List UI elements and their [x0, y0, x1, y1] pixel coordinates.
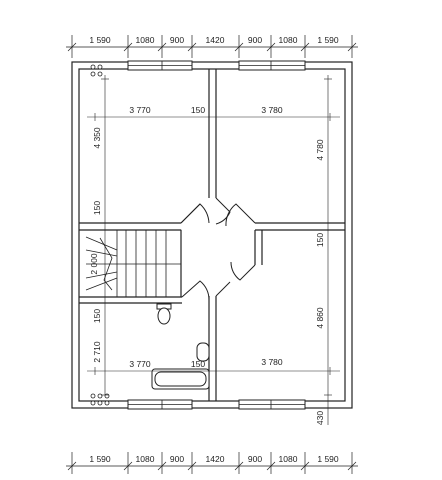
top-dim-7: 1 590: [317, 35, 339, 45]
interior-walls: [79, 69, 345, 401]
bottom-left-room-width: 3 770: [129, 359, 151, 369]
sink: [196, 342, 210, 362]
vent-circles: [90, 64, 110, 406]
bottom-dim-3: 900: [170, 454, 184, 464]
staircase: [85, 229, 182, 298]
bottom-right-room-width: 3 780: [261, 357, 283, 367]
bottom-dimension-labels: 1 590 1080 900 1420 900 1080 1 590: [89, 454, 339, 464]
left-upper-height: 4 350: [92, 127, 102, 149]
bottom-dim-1: 1 590: [89, 454, 111, 464]
top-dim-2: 1080: [136, 35, 155, 45]
bottom-left-wall-thickness: 150: [191, 359, 205, 369]
top-dim-5: 900: [248, 35, 262, 45]
left-wall-upper: 150: [92, 201, 102, 215]
bottom-dim-7: 1 590: [317, 454, 339, 464]
left-lower-height: 2 710: [92, 341, 102, 363]
top-left-room-width: 3 770: [129, 105, 151, 115]
top-right-room-width: 3 780: [261, 105, 283, 115]
bottom-dimension-chain: [66, 452, 358, 474]
right-upper-height: 4 780: [315, 139, 325, 161]
top-dim-6: 1080: [279, 35, 298, 45]
bathroom-fixtures: [151, 303, 210, 390]
top-dim-4: 1420: [206, 35, 225, 45]
stair-length: 2 000: [89, 253, 99, 275]
room-dimension-lines: [87, 75, 340, 425]
right-bottom-offset: 430: [315, 411, 325, 425]
bottom-dim-5: 900: [248, 454, 262, 464]
top-dimension-chain: [66, 35, 358, 58]
top-dimension-labels: 1 590 1080 900 1420 900 1080 1 590: [89, 35, 339, 45]
doors: [180, 197, 256, 301]
bottom-dim-6: 1080: [279, 454, 298, 464]
right-wall-thickness: 150: [315, 233, 325, 247]
left-wall-lower: 150: [92, 309, 102, 323]
exterior-walls: [71, 61, 353, 409]
bottom-dim-2: 1080: [136, 454, 155, 464]
top-dim-1: 1 590: [89, 35, 111, 45]
top-left-wall-thickness: 150: [191, 105, 205, 115]
toilet-bowl: [157, 307, 171, 325]
top-dim-3: 900: [170, 35, 184, 45]
right-lower-height: 4 860: [315, 307, 325, 329]
bottom-dim-4: 1420: [206, 454, 225, 464]
